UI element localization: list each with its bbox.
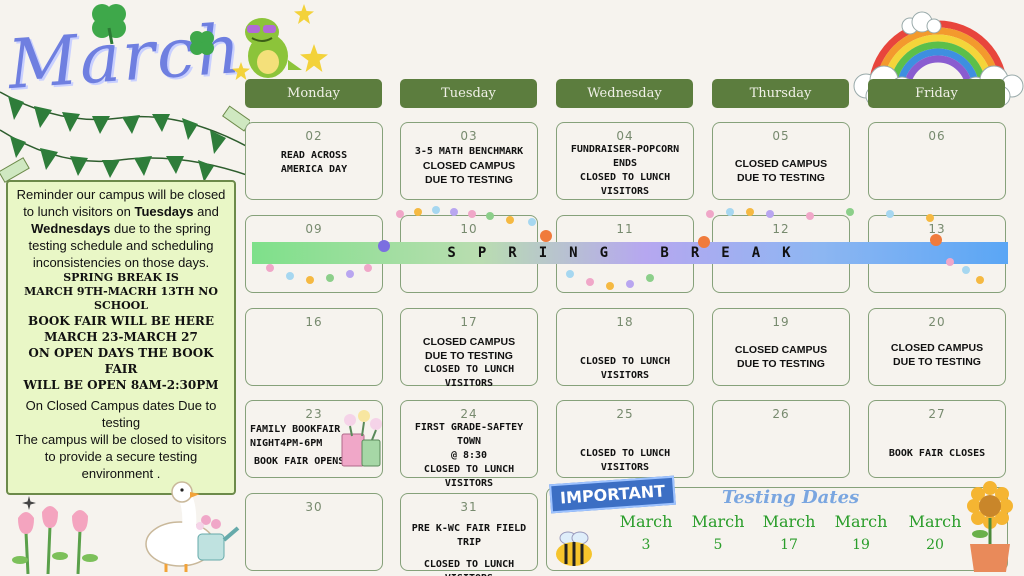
goose-icon: [145, 481, 240, 572]
day-cell-31: 31 PRE K-WC FAIR FIELD TRIP CLOSED TO LU…: [400, 493, 538, 576]
header-wednesday: Wednesday: [556, 79, 693, 108]
book-fair-hours-line1: ON OPEN DAYS THE BOOK FAIR: [28, 346, 214, 376]
book-fair-dates: MARCH 23-MARCH 27: [44, 330, 198, 344]
closed-campus-reason: The campus will be closed to visitors to…: [15, 432, 227, 481]
day-cell-16: 16: [245, 308, 383, 386]
header-friday: Friday: [868, 79, 1005, 108]
sparkle-icon: [22, 496, 36, 510]
day-cell-25: 25 CLOSED TO LUNCH VISITORS: [556, 400, 694, 478]
closed-campus-note: On Closed Campus dates Due to testing: [25, 398, 217, 430]
day-cell-06: 06: [868, 122, 1006, 200]
book-fair-notice: BOOK FAIR WILL BE HERE: [28, 314, 214, 328]
clover-icon: [190, 31, 214, 55]
bee-icon: [556, 531, 592, 566]
spring-break-notice: SPRING BREAK IS: [63, 271, 179, 284]
day-cell-24: 24 FIRST GRADE-SAFTEY TOWN @ 8:30 CLOSED…: [400, 400, 538, 489]
day-cell-04: 04 FUNDRAISER-POPCORN ENDS CLOSED TO LUN…: [556, 122, 694, 200]
header-tuesday: Tuesday: [400, 79, 537, 108]
bunting-banner: [0, 91, 250, 183]
star-icon: [294, 4, 314, 24]
star-icon: [300, 44, 328, 72]
day-cell-27: 27 BOOK FAIR CLOSES: [868, 400, 1006, 478]
clover-icon: [92, 4, 126, 44]
books-flowers-icon: [341, 410, 382, 467]
day-cell-30: 30: [245, 493, 383, 571]
note-text: Reminder our campus will be closed to lu…: [16, 187, 226, 270]
day-cell-02: 02 READ ACROSS AMERICA DAY: [245, 122, 383, 200]
flower-garland: [266, 206, 984, 290]
day-cell-20: 20 CLOSED CAMPUS DUE TO TESTING: [868, 308, 1006, 386]
day-cell-05: 05 CLOSED CAMPUS DUE TO TESTING: [712, 122, 850, 200]
testing-dates-title: Testing Dates: [722, 487, 860, 508]
reminder-note: Reminder our campus will be closed to lu…: [6, 180, 236, 495]
header-monday: Monday: [245, 79, 382, 108]
header-thursday: Thursday: [712, 79, 849, 108]
day-cell-26: 26: [712, 400, 850, 478]
day-cell-17: 17 CLOSED CAMPUS DUE TO TESTING CLOSED T…: [400, 308, 538, 389]
star-icon: [232, 62, 250, 80]
day-cell-18: 18 CLOSED TO LUNCH VISITORS: [556, 308, 694, 386]
sunflower-pot-icon: [967, 481, 1013, 572]
dinosaur-icon: [245, 18, 302, 78]
spring-break-dates: MARCH 9TH-MACRH 13TH NO SCHOOL: [24, 285, 218, 312]
day-cell-03: 03 3-5 MATH BENCHMARK CLOSED CAMPUS DUE …: [400, 122, 538, 200]
day-cell-19: 19 CLOSED CAMPUS DUE TO TESTING: [712, 308, 850, 386]
book-fair-hours-line2: WILL BE OPEN 8AM-2:30PM: [23, 378, 219, 392]
spring-break-banner: SPRING BREAK: [252, 242, 1008, 264]
tulips-icon: [12, 506, 98, 574]
